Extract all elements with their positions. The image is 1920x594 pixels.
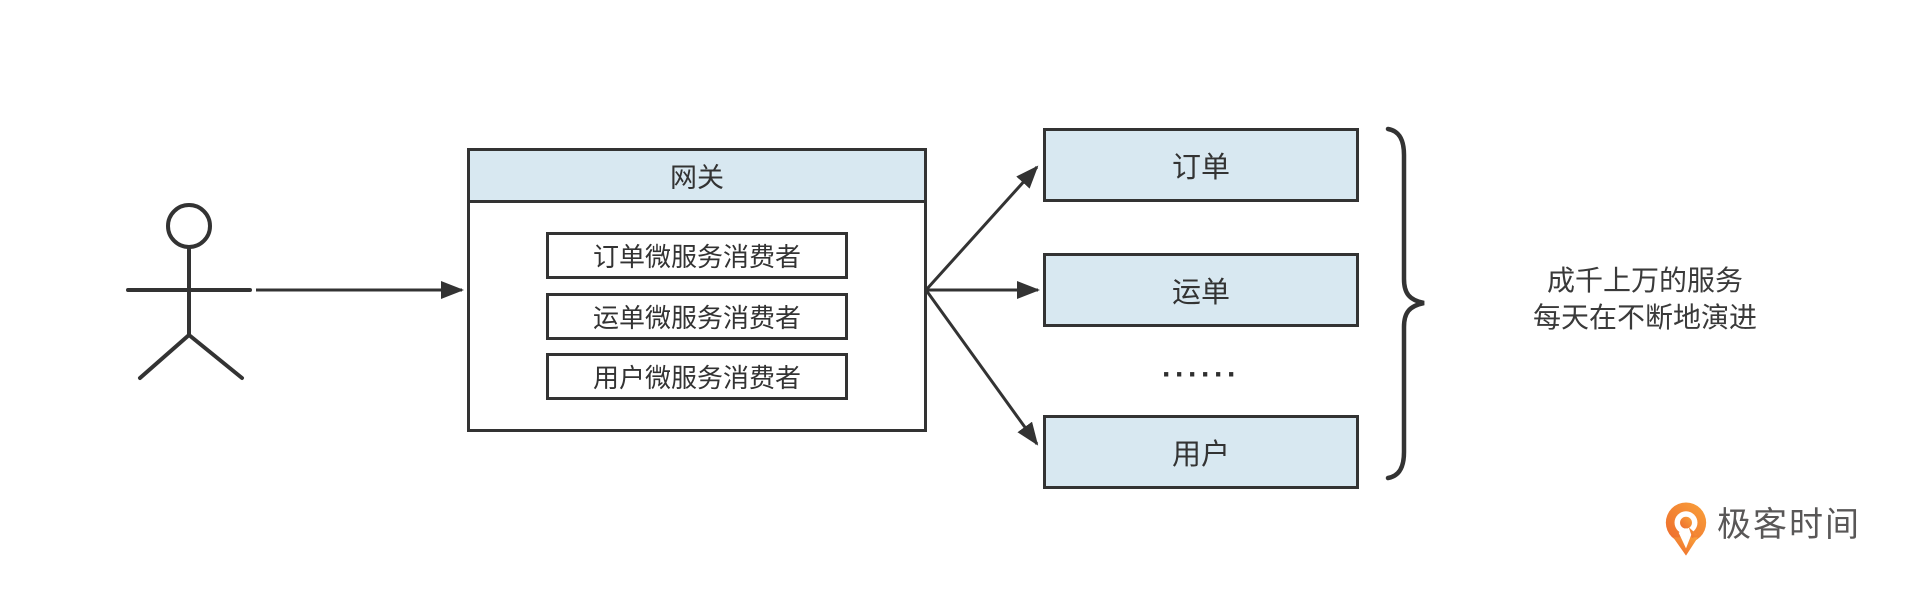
gateway-to-order-arrow-icon xyxy=(924,165,1039,292)
gateway-to-user-arrow-icon xyxy=(924,289,1039,446)
consumer-box-order: 订单微服务消费者 xyxy=(546,232,848,279)
consumer-label: 用户微服务消费者 xyxy=(592,363,801,393)
service-label: 用户 xyxy=(1171,439,1230,471)
annotation-line-1: 成千上万的服务 xyxy=(1546,265,1743,296)
gateway-box: 网关 订单微服务消费者 运单微服务消费者 用户微服务消费者 xyxy=(467,148,927,432)
actor-leg-right xyxy=(187,333,244,380)
consumer-box-waybill: 运单微服务消费者 xyxy=(546,293,848,340)
annotation-text: 成千上万的服务 每天在不断地演进 xyxy=(1495,262,1795,336)
geektime-logo-icon xyxy=(1665,502,1707,556)
actor-icon xyxy=(126,203,252,380)
consumer-label: 运单微服务消费者 xyxy=(592,303,801,333)
ellipsis-text: ······ xyxy=(1162,358,1240,391)
gateway-header: 网关 xyxy=(470,151,924,203)
actor-leg-left xyxy=(138,333,191,380)
brace-icon xyxy=(1385,126,1425,481)
consumer-box-user: 用户微服务消费者 xyxy=(546,353,848,400)
consumer-label: 订单微服务消费者 xyxy=(592,242,801,272)
service-label: 订单 xyxy=(1171,152,1230,184)
service-label: 运单 xyxy=(1171,277,1230,309)
annotation-line-2: 每天在不断地演进 xyxy=(1532,302,1757,333)
service-box-user: 用户 xyxy=(1043,415,1359,489)
geektime-logo-text: 极客时间 xyxy=(1717,506,1861,544)
services-ellipsis: ······ xyxy=(1043,355,1359,395)
geektime-logo: 极客时间 xyxy=(1664,500,1861,560)
service-box-order: 订单 xyxy=(1043,128,1359,202)
service-box-waybill: 运单 xyxy=(1043,253,1359,327)
gateway-title: 网关 xyxy=(670,163,724,193)
actor-head xyxy=(166,203,212,249)
